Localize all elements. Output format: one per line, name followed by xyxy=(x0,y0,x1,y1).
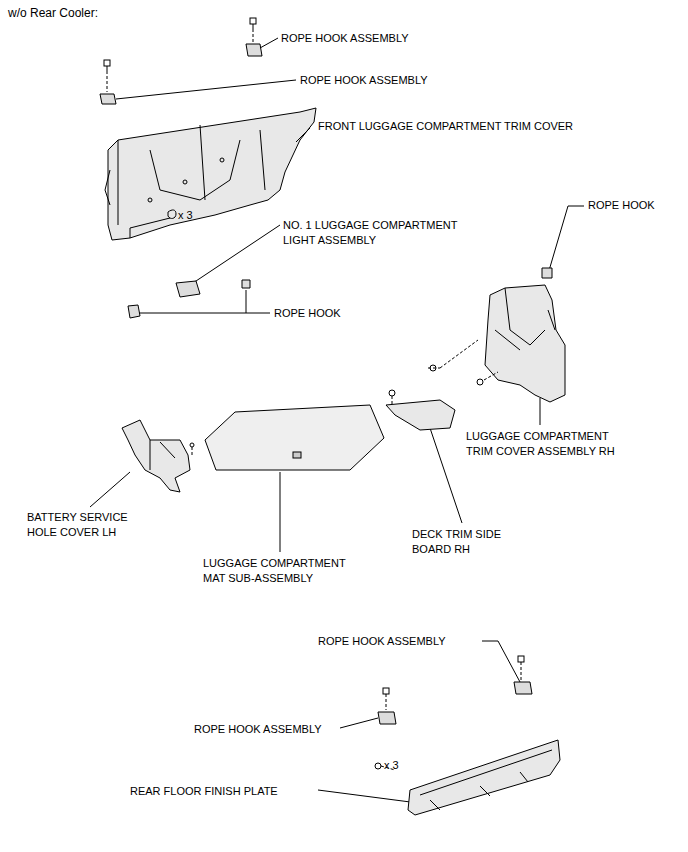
quantity-note: x 3 xyxy=(384,758,399,773)
part-name: BATTERY SERVICE HOLE COVER LH xyxy=(27,510,147,540)
rear-floor-finish-plate xyxy=(375,656,560,815)
leader-lines xyxy=(90,38,584,803)
bolts-and-clips xyxy=(100,18,262,218)
rh-trim-cover xyxy=(428,285,565,402)
quantity-note: x 3 xyxy=(178,208,193,223)
part-name: LUGGAGE COMPARTMENT TRIM COVER ASSEMBLY … xyxy=(466,429,634,459)
deck-trim-side-board xyxy=(386,390,455,430)
part-name: REAR FLOOR FINISH PLATE xyxy=(130,784,278,799)
part-name: ROPE HOOK ASSEMBLY xyxy=(194,722,322,737)
part-name: NO. 1 LUGGAGE COMPARTMENT LIGHT ASSEMBLY xyxy=(283,218,483,248)
part-name: ROPE HOOK xyxy=(274,306,341,321)
part-name: ROPE HOOK ASSEMBLY xyxy=(281,31,409,46)
part-name: DECK TRIM SIDE BOARD RH xyxy=(412,527,520,557)
section-heading: w/o Rear Cooler: xyxy=(8,6,98,20)
luggage-mat xyxy=(205,405,384,470)
part-name: ROPE HOOK xyxy=(588,198,655,213)
part-name: ROPE HOOK ASSEMBLY xyxy=(300,73,428,88)
part-name: FRONT LUGGAGE COMPARTMENT TRIM COVER xyxy=(318,119,573,134)
part-name: ROPE HOOK ASSEMBLY xyxy=(318,634,446,649)
part-name: LUGGAGE COMPARTMENT MAT SUB-ASSEMBLY xyxy=(203,556,355,586)
battery-service-hole-cover xyxy=(122,420,194,492)
